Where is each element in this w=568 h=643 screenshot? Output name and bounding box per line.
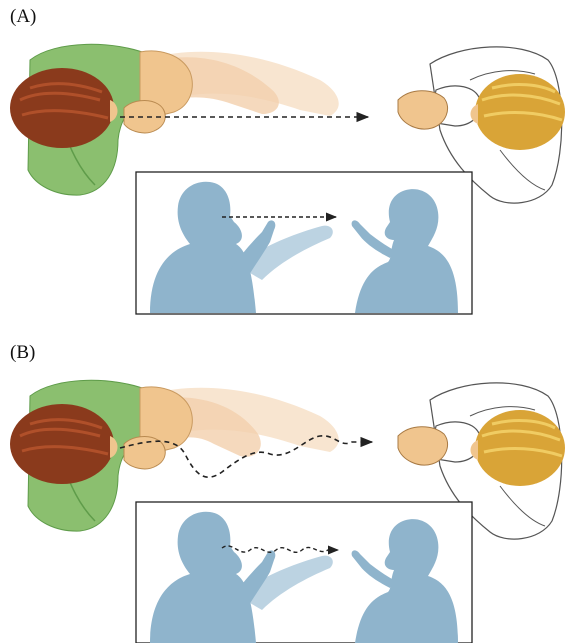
viewer-hand xyxy=(398,427,448,465)
signer-head xyxy=(10,404,114,484)
scene-wavy-path xyxy=(0,336,568,643)
signer-head xyxy=(10,68,114,148)
scene-straight-path xyxy=(0,0,568,320)
inset-silhouette-view xyxy=(136,172,472,314)
viewer-hand xyxy=(398,91,448,129)
inset-silhouette-view xyxy=(136,502,472,643)
